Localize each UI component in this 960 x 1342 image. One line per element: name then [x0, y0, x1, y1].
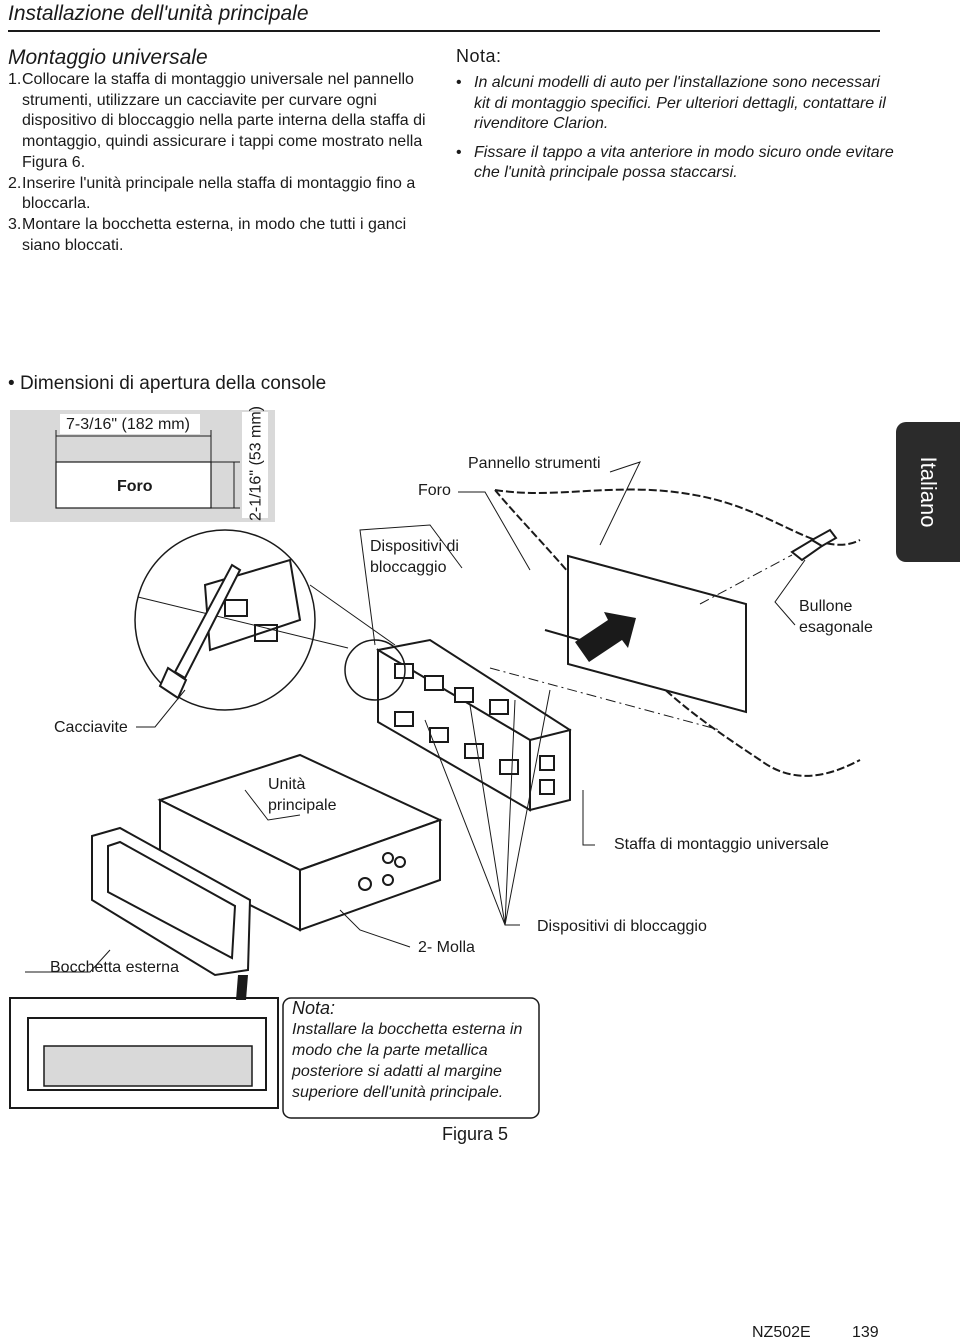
label-foro: Foro: [418, 482, 451, 499]
step-number: 3.: [8, 215, 22, 233]
outer-escutcheon: [91, 826, 252, 977]
hole-label: Foro: [117, 478, 153, 495]
step-text: Collocare la staffa di montaggio univers…: [22, 71, 426, 171]
figure-note-heading: Nota:: [292, 998, 336, 1018]
note-item: • Fissare il tappo a vita anteriore in m…: [456, 143, 896, 184]
insert-arrow-icon: [575, 612, 636, 662]
section-heading: • Dimensioni di apertura della console: [8, 373, 326, 395]
page-title: Installazione dell'unità principale: [8, 2, 309, 25]
label-staffa-montaggio: Staffa di montaggio universale: [614, 836, 829, 853]
step-1: 1. Collocare la staffa di montaggio univ…: [8, 70, 440, 174]
note-box: [282, 997, 540, 1119]
step-text: Inserire l'unità principale nella staffa…: [22, 174, 416, 213]
footer-model-code: NZ502E: [752, 1324, 811, 1341]
note-heading: Nota:: [456, 46, 502, 66]
note-item: • In alcuni modelli di auto per l'instal…: [456, 73, 896, 135]
note-list: • In alcuni modelli di auto per l'instal…: [456, 73, 896, 192]
label-bocchetta-esterna: Bocchetta esterna: [50, 959, 179, 976]
leader-lines: [25, 461, 806, 973]
bullet-icon: •: [456, 74, 462, 91]
bullet-icon: •: [456, 143, 462, 161]
panel-opening: [567, 554, 747, 714]
note-text: Fissare il tappo a vita anteriore in mod…: [474, 143, 894, 182]
label-molla: 2- Molla: [418, 939, 475, 956]
escutcheon-detail: [9, 975, 279, 1109]
step-text: Montare la bocchetta esterna, in modo ch…: [22, 215, 407, 254]
height-dimension-label: 2-1/16" (53 mm): [247, 405, 265, 522]
step-number: 1.: [8, 71, 22, 88]
hex-bolt-icon: [699, 528, 838, 605]
bullet-icon: •: [8, 373, 15, 394]
mounting-sleeve: [376, 638, 572, 812]
label-dispositivi-bloccaggio-2: Dispositivi di bloccaggio: [537, 918, 707, 935]
figure-note-text: Installare la bocchetta esterna in modo …: [292, 1021, 523, 1101]
instruction-steps: 1. Collocare la staffa di montaggio univ…: [8, 70, 440, 256]
note-text: In alcuni modelli di auto per l'installa…: [474, 74, 886, 132]
dimension-diagram: [10, 410, 275, 522]
figure-caption: Figura 5: [442, 1124, 509, 1144]
title-divider: [8, 30, 880, 32]
detail-magnifier: [134, 529, 396, 711]
language-tab: Italiano: [896, 422, 960, 562]
label-dispositivi-bloccaggio-1: Dispositivi di bloccaggio: [370, 538, 459, 576]
page-number: 139: [852, 1324, 879, 1341]
main-unit: [157, 753, 443, 932]
label-unita-principale: Unità principale: [268, 776, 337, 814]
step-2: 2. Inserire l'unità principale nella sta…: [8, 174, 440, 215]
label-cacciavite: Cacciavite: [54, 719, 128, 736]
step-number: 2.: [8, 174, 22, 192]
figure-note: Nota: Installare la bocchetta esterna in…: [292, 998, 542, 1103]
label-bullone-esagonale: Bullone esagonale: [799, 598, 873, 636]
label-pannello-strumenti: Pannello strumenti: [468, 455, 601, 472]
width-dimension-label: 7-3/16" (182 mm): [66, 416, 190, 433]
section-heading-text: Dimensioni di apertura della console: [19, 373, 327, 394]
step-3: 3. Montare la bocchetta esterna, in modo…: [8, 215, 440, 256]
section-subtitle: Montaggio universale: [8, 46, 208, 69]
